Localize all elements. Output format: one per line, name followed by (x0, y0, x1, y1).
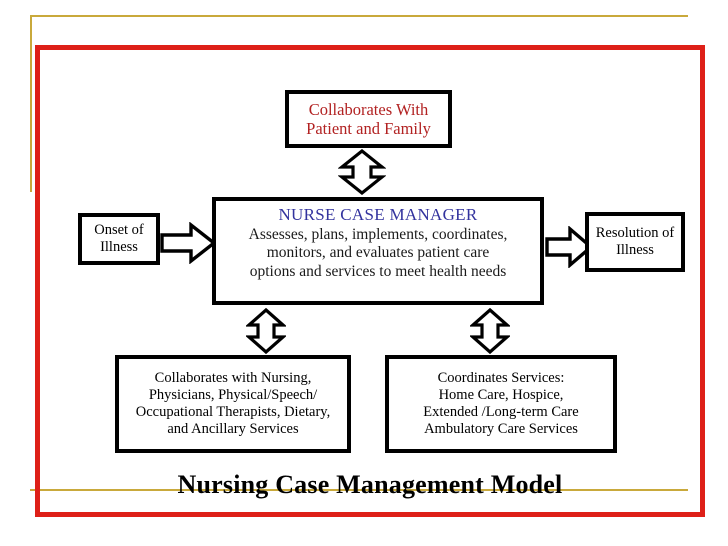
box-text-line: and Ancillary Services (167, 421, 299, 438)
box-resolution-of-illness: Resolution of Illness (585, 212, 685, 272)
box-coordinates-services: Coordinates Services: Home Care, Hospice… (385, 355, 617, 453)
box-nurse-case-manager: NURSE CASE MANAGER Assesses, plans, impl… (212, 197, 544, 305)
box-text-line: Physicians, Physical/Speech/ (148, 386, 318, 403)
slide-title: Nursing Case Management Model (177, 470, 563, 499)
decorative-frame-line-left (30, 15, 32, 192)
box-text-line: Collaborates with Nursing, (154, 369, 312, 386)
box-collaborates-with-patient-and-family: Collaborates With Patient and Family (285, 90, 452, 148)
block-arrow-right-icon (545, 226, 593, 268)
decorative-frame-line-top (30, 15, 688, 17)
box-text-line: Patient and Family (306, 119, 431, 138)
box-text-line: Assesses, plans, implements, coordinates… (248, 226, 508, 244)
box-collaborates-with-team: Collaborates with Nursing, Physicians, P… (115, 355, 351, 453)
box-text-line: Extended /Long-term Care (423, 404, 579, 420)
box-text-line: Illness (616, 242, 654, 258)
box-text-line: Coordinates Services: (437, 369, 565, 386)
box-text-line: Resolution of (595, 224, 675, 241)
slide-red-border (35, 45, 705, 517)
box-text-line: Illness (100, 239, 138, 255)
box-text-line: Occupational Therapists, Dietary, (135, 404, 331, 420)
double-headed-vertical-arrow-icon (470, 308, 510, 354)
box-text-line: monitors, and evaluates patient care (266, 244, 490, 262)
box-text-line: Collaborates With (308, 99, 429, 119)
box-text-line: Ambulatory Care Services (424, 421, 578, 438)
double-headed-vertical-arrow-icon (338, 149, 386, 195)
decorative-frame-line-bottom (30, 489, 688, 491)
box-text-line: Onset of (94, 221, 144, 238)
box-onset-of-illness: Onset of Illness (78, 213, 160, 265)
box-text-line: Home Care, Hospice, (438, 386, 564, 403)
double-headed-vertical-arrow-icon (246, 308, 286, 354)
block-arrow-right-icon (160, 222, 216, 264)
box-text-line: options and services to meet health need… (249, 262, 507, 280)
box-heading: NURSE CASE MANAGER (278, 205, 478, 224)
